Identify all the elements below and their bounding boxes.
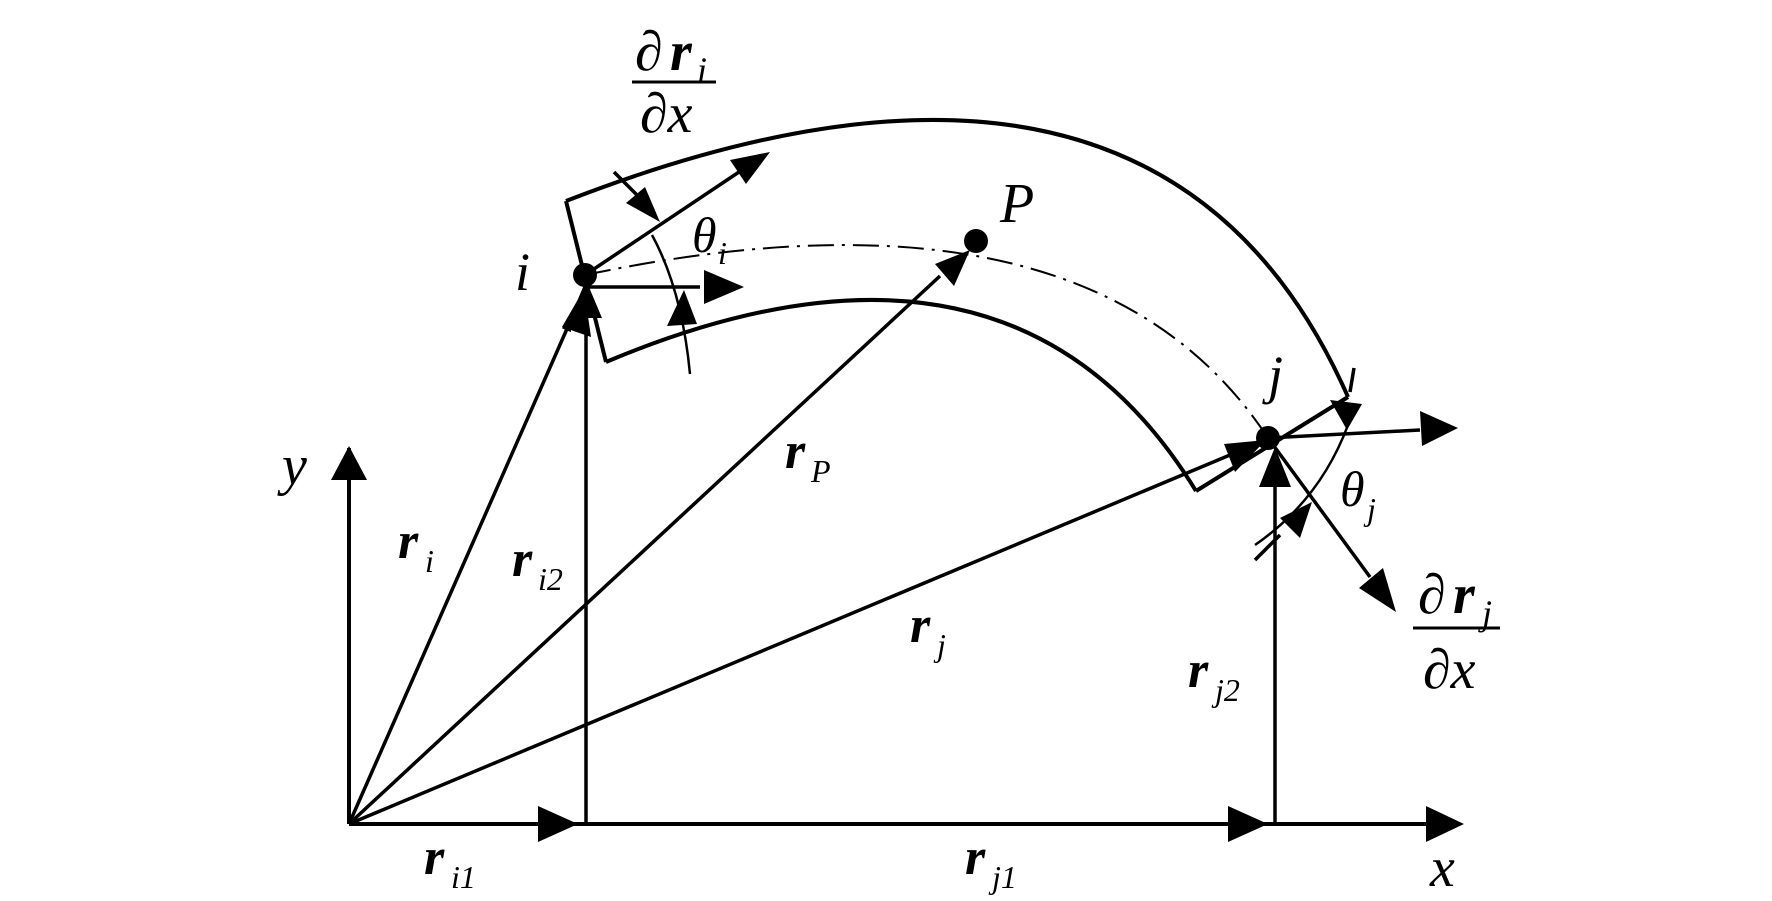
tangent-j-arrowhead (1359, 568, 1396, 612)
theta-i-pointer-top-head (626, 187, 660, 222)
ri2-sub: i2 (538, 561, 563, 597)
beam-centerline (584, 244, 1269, 439)
theta-j-pointer-top (1348, 367, 1356, 393)
rj-label: r (910, 597, 931, 654)
node-i-label: i (515, 242, 530, 302)
ri1-label: r (424, 829, 445, 886)
drj-dx-denominator: ∂x (1423, 639, 1476, 701)
rp-label: r (785, 423, 806, 480)
vector-rp (347, 274, 942, 826)
tangent-i-arrowhead (730, 152, 770, 184)
y-axis-label: y (277, 435, 307, 497)
rp-sub: P (810, 453, 831, 489)
vector-rj (348, 453, 1231, 826)
node-j-dot (1256, 426, 1280, 450)
vector-rj2-arrowhead (1259, 447, 1291, 487)
ri-sub: i (425, 543, 434, 579)
beam-outer-edge (565, 117, 1350, 398)
node-p-label: P (999, 173, 1034, 235)
rj1-sub: j1 (988, 859, 1017, 895)
drj-dx-sub: j (1478, 593, 1492, 633)
nodes (573, 229, 1280, 450)
vector-ri (347, 321, 572, 825)
vector-ri1-arrowhead (538, 806, 578, 842)
vector-rj-arrowhead (1224, 440, 1266, 472)
coordinate-axes (331, 446, 1464, 842)
theta-i-symbol: θ (692, 207, 717, 263)
theta-j-sub: j (1363, 491, 1376, 527)
theta-j-symbol: θ (1340, 461, 1365, 517)
drj-dx-r: r (1453, 564, 1476, 626)
dri-dx-sub: i (697, 50, 707, 90)
node-j-frame (1253, 367, 1458, 612)
tangent-i-vector (584, 168, 743, 277)
node-i-frame (584, 152, 770, 375)
vector-ri-arrowhead (562, 289, 591, 337)
labels: ∂ r i ∂x ∂ r j ∂x θ i θ j i P j y x r i … (277, 21, 1500, 899)
theta-j-pointer-top-head (1330, 400, 1362, 430)
rj1-label: r (965, 829, 986, 886)
theta-i-pointer-top (612, 170, 642, 200)
horizontal-j-arrowhead (1420, 411, 1458, 446)
horizontal-i-arrowhead (704, 270, 744, 304)
rj2-label: r (1188, 642, 1209, 699)
vector-rj1-arrowhead (1228, 806, 1268, 842)
dri-dx-partial: ∂ (635, 21, 663, 83)
ri1-sub: i1 (451, 859, 476, 895)
vector-rp-arrowhead (935, 250, 970, 286)
beam-inner-edge (605, 297, 1198, 493)
theta-j-arc (1254, 424, 1350, 547)
theta-i-sub: i (718, 235, 727, 271)
tangent-j-vector (1266, 436, 1372, 579)
dri-dx-denominator: ∂x (640, 83, 693, 145)
node-j-label: j (1262, 345, 1283, 405)
theta-j-pointer-bottom (1253, 533, 1282, 562)
curved-beam-element (564, 117, 1350, 493)
theta-i-arc (650, 234, 692, 375)
ri-label: r (398, 513, 419, 570)
theta-i-pointer-bottom-head (667, 290, 697, 326)
rj-sub: j (933, 627, 946, 663)
theta-j-pointer-bottom-head (1280, 502, 1312, 538)
drj-dx-partial: ∂ (1418, 564, 1446, 626)
rj2-sub: j2 (1211, 672, 1240, 708)
y-axis-arrowhead (331, 446, 367, 480)
node-p-dot (964, 229, 988, 253)
dri-dx-r: r (670, 21, 693, 83)
x-axis-arrowhead (1426, 806, 1464, 842)
x-axis-label: x (1429, 837, 1455, 899)
position-vectors (347, 250, 1291, 842)
ri2-label: r (512, 531, 533, 588)
node-i-dot (573, 263, 597, 287)
